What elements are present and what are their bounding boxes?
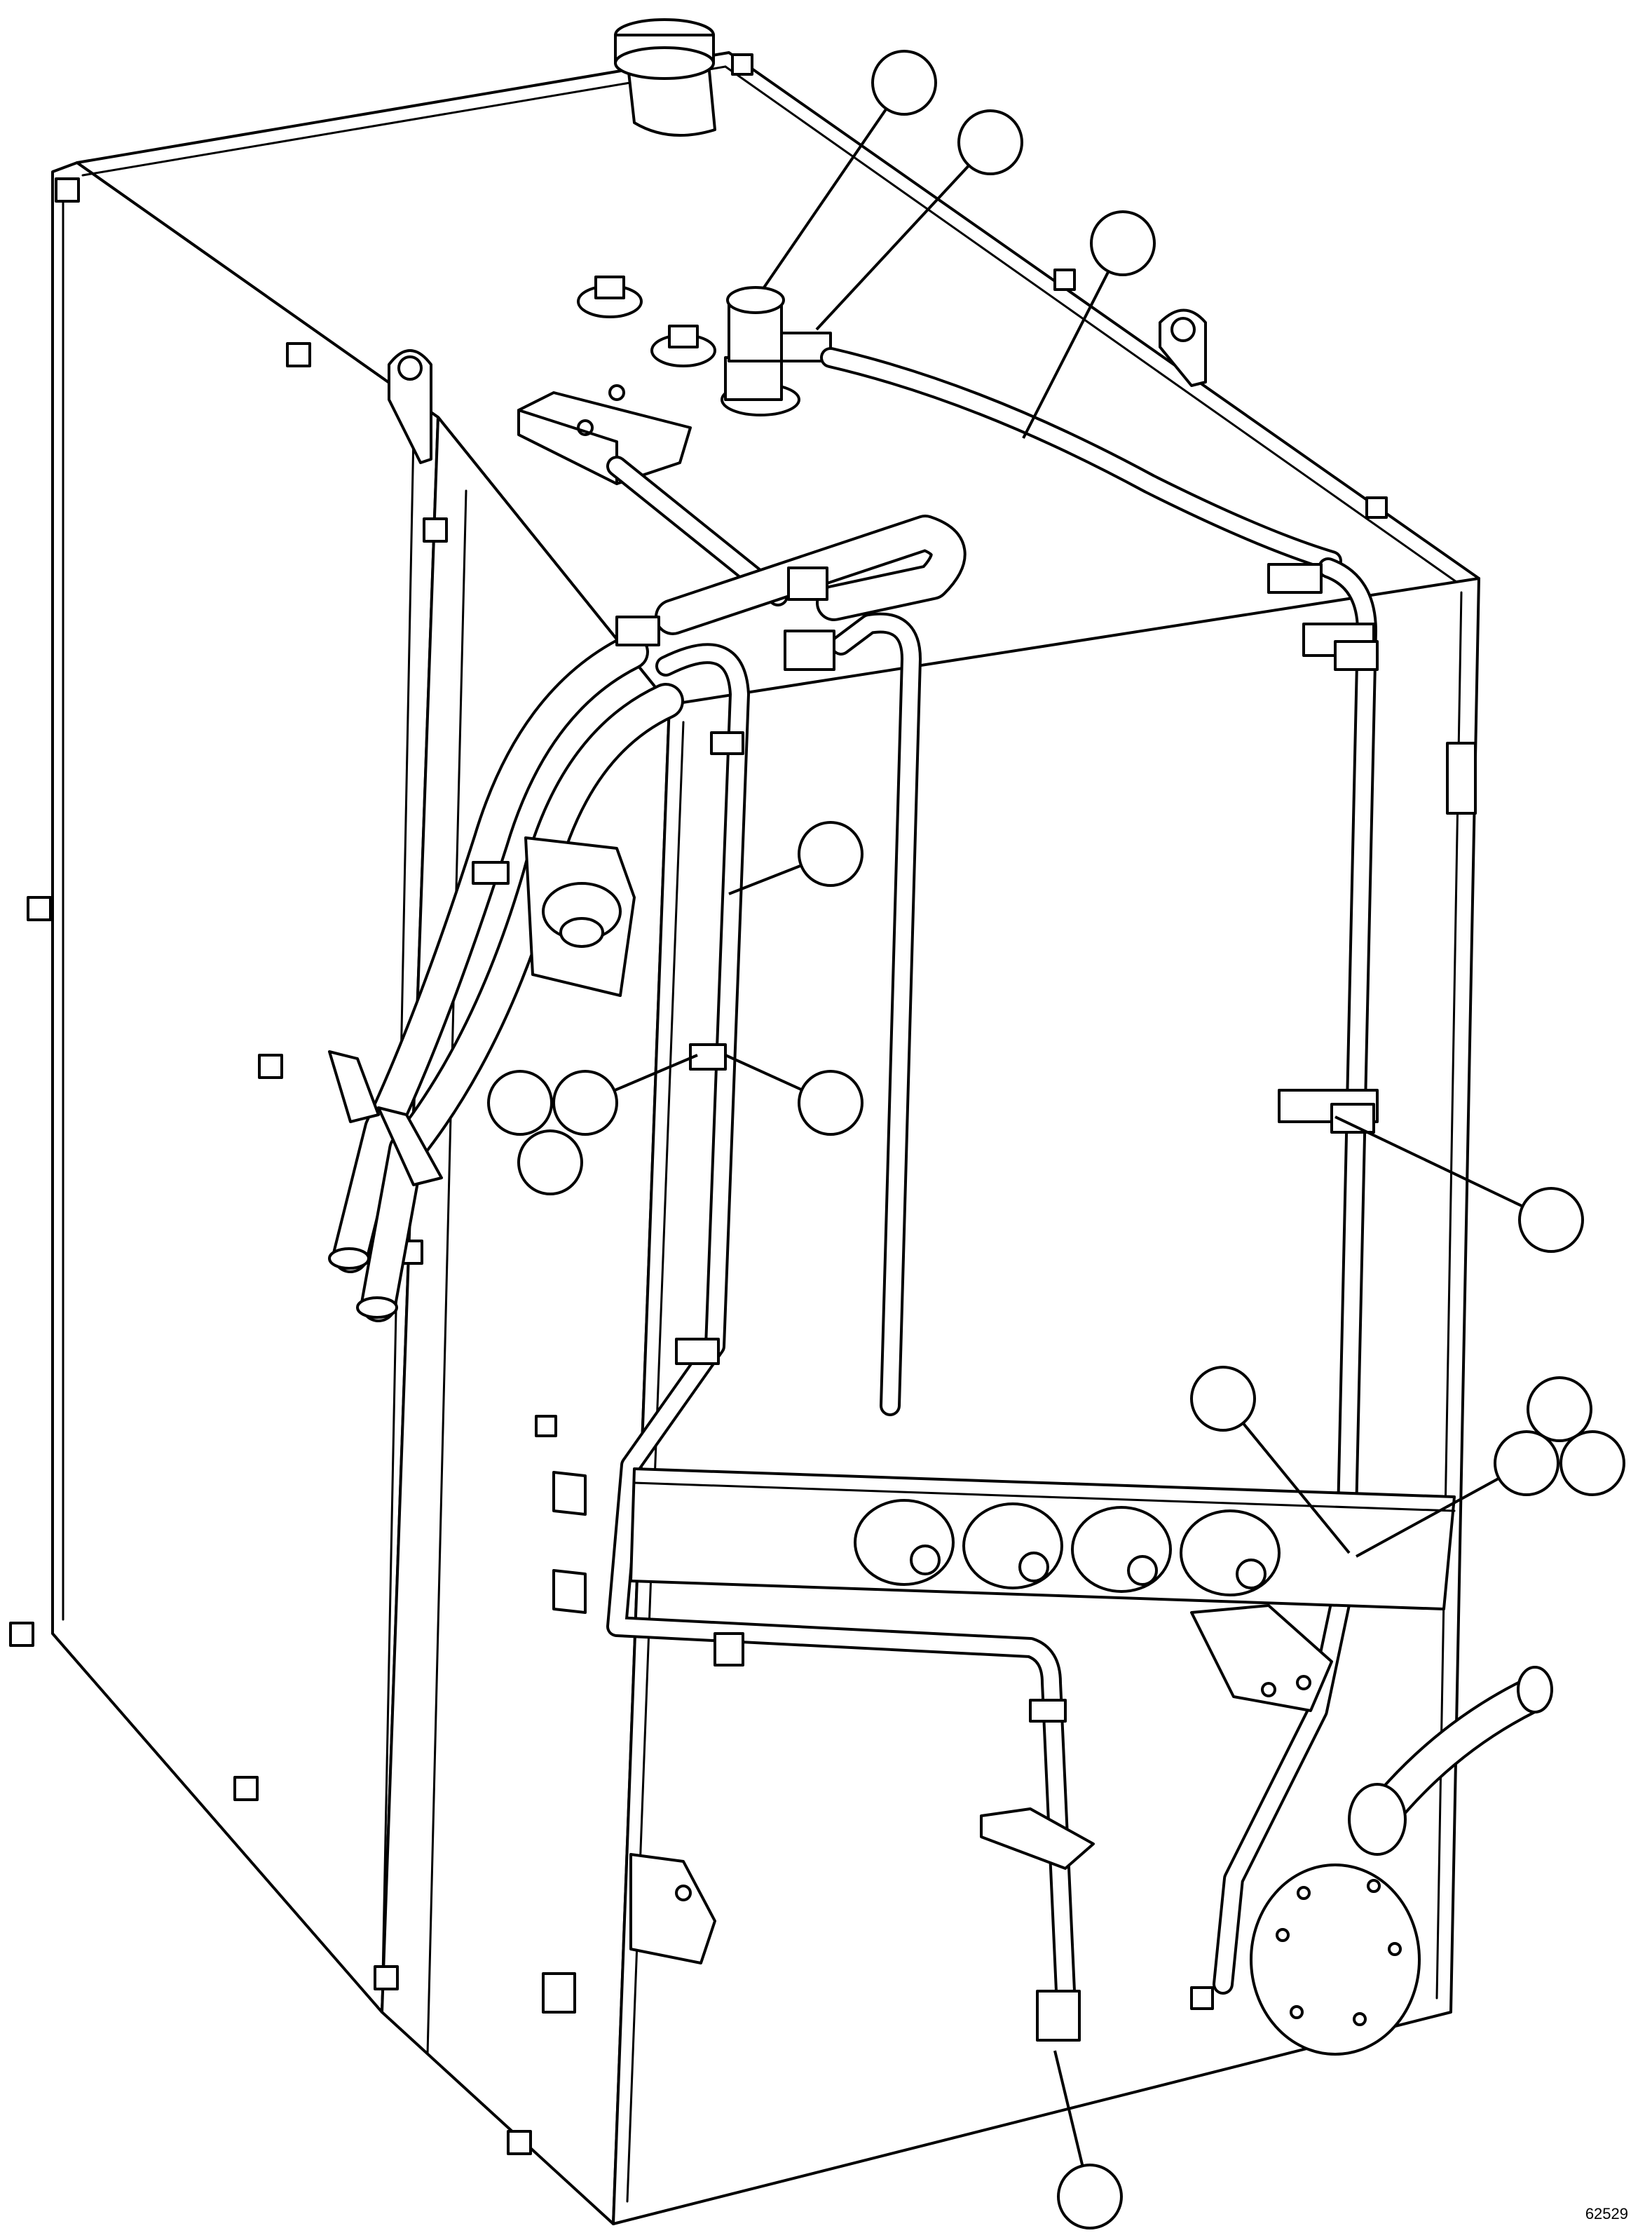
callout-circle-c4 — [798, 821, 863, 887]
cleanout-cover — [1250, 1864, 1421, 2056]
edge-block — [55, 177, 80, 203]
top-plug — [577, 276, 643, 318]
callout-circle-c5 — [798, 1070, 863, 1136]
lifting-eye-left — [388, 349, 432, 464]
edge-block — [374, 1965, 399, 1990]
callout-leader-line — [1356, 1477, 1500, 1558]
callout-circle-c1 — [871, 50, 937, 116]
callout-circle-c14 — [1057, 2164, 1123, 2229]
callout-circle-c13 — [1559, 1430, 1625, 1496]
top-fittings — [388, 18, 1388, 519]
callout-circle-c3 — [1090, 210, 1156, 276]
clamps — [328, 563, 1379, 2010]
filter-manifold — [629, 1467, 1456, 1712]
edge-block — [423, 517, 448, 543]
top-plug — [650, 325, 716, 367]
callout-circle-c2 — [957, 109, 1023, 175]
callout-leader-line — [763, 107, 888, 289]
breather-filter — [721, 286, 832, 416]
filter-element — [962, 1502, 1063, 1589]
callout-leader-line — [1053, 2050, 1084, 2166]
junction-box — [517, 384, 692, 485]
edge-block — [507, 2130, 532, 2155]
edge-block — [535, 1415, 557, 1437]
callout-circle-c10 — [1190, 1366, 1256, 1432]
drawing-number: 62529 — [1585, 2205, 1628, 2222]
callout-circle-c8 — [517, 1129, 583, 1195]
callout-leader-line — [1022, 271, 1110, 439]
callout-circle-c6 — [487, 1070, 553, 1136]
edge-block — [27, 896, 52, 921]
filter-element — [1071, 1506, 1172, 1593]
edge-block — [542, 1972, 576, 2014]
callout-leader-line — [1334, 1115, 1524, 1208]
callout-leader-line — [725, 1054, 803, 1092]
callout-circle-c7 — [552, 1070, 618, 1136]
callout-circle-c9 — [1518, 1187, 1584, 1253]
edge-block — [258, 1054, 283, 1079]
tank-left-panel — [51, 161, 439, 2014]
callout-leader-line — [613, 1054, 698, 1092]
callout-leader-line — [728, 864, 802, 895]
callout-balloons — [487, 50, 1625, 2229]
callout-circle-c12 — [1494, 1430, 1559, 1496]
callout-leader-line — [1241, 1422, 1351, 1554]
filter-element — [854, 1499, 955, 1586]
callout-leader-line — [815, 164, 970, 331]
edge-block — [9, 1622, 34, 1647]
edge-block — [286, 342, 311, 367]
callout-circle-c11 — [1527, 1376, 1592, 1442]
filter-element — [1180, 1509, 1281, 1596]
lower-features — [552, 742, 1477, 2056]
edge-block — [233, 1776, 259, 1801]
filler-neck — [614, 18, 716, 137]
side-port — [524, 836, 636, 997]
